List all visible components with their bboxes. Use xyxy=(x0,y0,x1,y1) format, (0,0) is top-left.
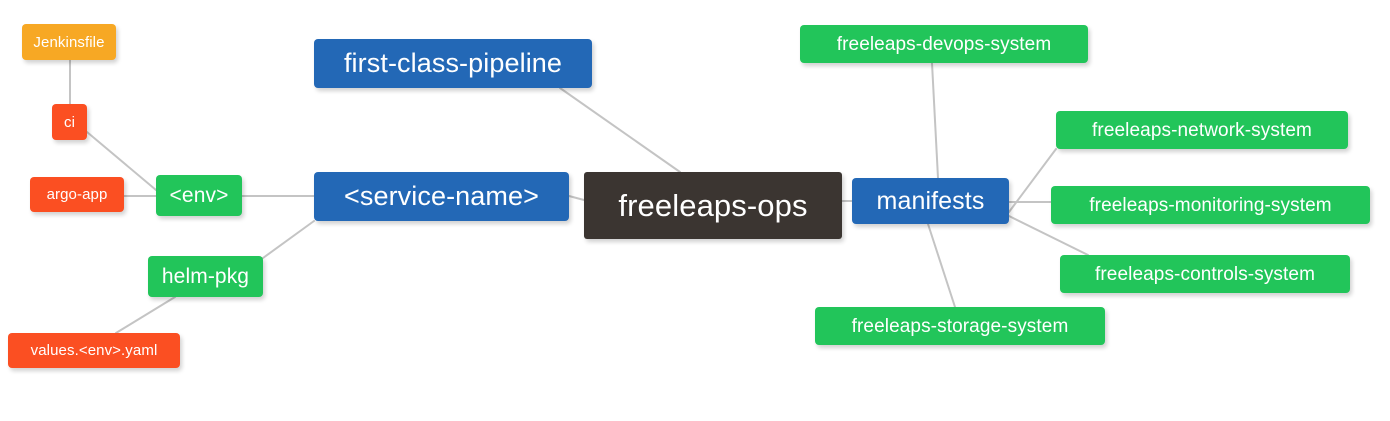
node-label: freeleaps-network-system xyxy=(1092,119,1312,141)
node-label: freeleaps-controls-system xyxy=(1094,263,1316,285)
node-label: freeleaps-ops xyxy=(618,188,808,223)
node-helm-pkg[interactable]: helm-pkg xyxy=(148,256,263,297)
node-label: values.<env>.yaml xyxy=(30,342,158,359)
node-manifests[interactable]: manifests xyxy=(852,178,1009,224)
node-monitoring-system[interactable]: freeleaps-monitoring-system xyxy=(1051,186,1370,224)
node-label: <service-name> xyxy=(344,181,539,211)
edge-first-class-pipeline-to-freeleaps-ops xyxy=(559,87,681,173)
node-service-name[interactable]: <service-name> xyxy=(314,172,569,221)
node-label: Jenkinsfile xyxy=(33,33,105,51)
node-label: ci xyxy=(63,113,76,131)
edge-service-name-to-freeleaps-ops xyxy=(568,195,585,201)
node-values-yaml[interactable]: values.<env>.yaml xyxy=(8,333,180,368)
edge-manifests-to-storage-system xyxy=(927,223,956,308)
node-ci[interactable]: ci xyxy=(52,104,87,140)
edge-helm-pkg-to-values-yaml xyxy=(115,296,176,334)
node-label: first-class-pipeline xyxy=(343,48,563,78)
node-label: argo-app xyxy=(46,186,108,203)
node-first-class-pipeline[interactable]: first-class-pipeline xyxy=(314,39,592,88)
node-label: freeleaps-storage-system xyxy=(851,315,1069,337)
node-label: manifests xyxy=(876,186,985,215)
node-argo-app[interactable]: argo-app xyxy=(30,177,124,212)
node-devops-system[interactable]: freeleaps-devops-system xyxy=(800,25,1088,63)
node-label: freeleaps-monitoring-system xyxy=(1089,194,1332,216)
node-label: freeleaps-devops-system xyxy=(836,33,1052,55)
node-network-system[interactable]: freeleaps-network-system xyxy=(1056,111,1348,149)
edge-service-name-to-helm-pkg xyxy=(262,220,315,259)
node-label: helm-pkg xyxy=(161,265,250,288)
node-jenkinsfile[interactable]: Jenkinsfile xyxy=(22,24,116,60)
node-controls-system[interactable]: freeleaps-controls-system xyxy=(1060,255,1350,293)
node-freeleaps-ops[interactable]: freeleaps-ops xyxy=(584,172,842,239)
node-label: <env> xyxy=(169,184,229,207)
node-env[interactable]: <env> xyxy=(156,175,242,216)
edge-devops-system-to-manifests xyxy=(931,62,939,179)
edge-manifests-to-network-system xyxy=(1008,148,1057,213)
node-storage-system[interactable]: freeleaps-storage-system xyxy=(815,307,1105,345)
